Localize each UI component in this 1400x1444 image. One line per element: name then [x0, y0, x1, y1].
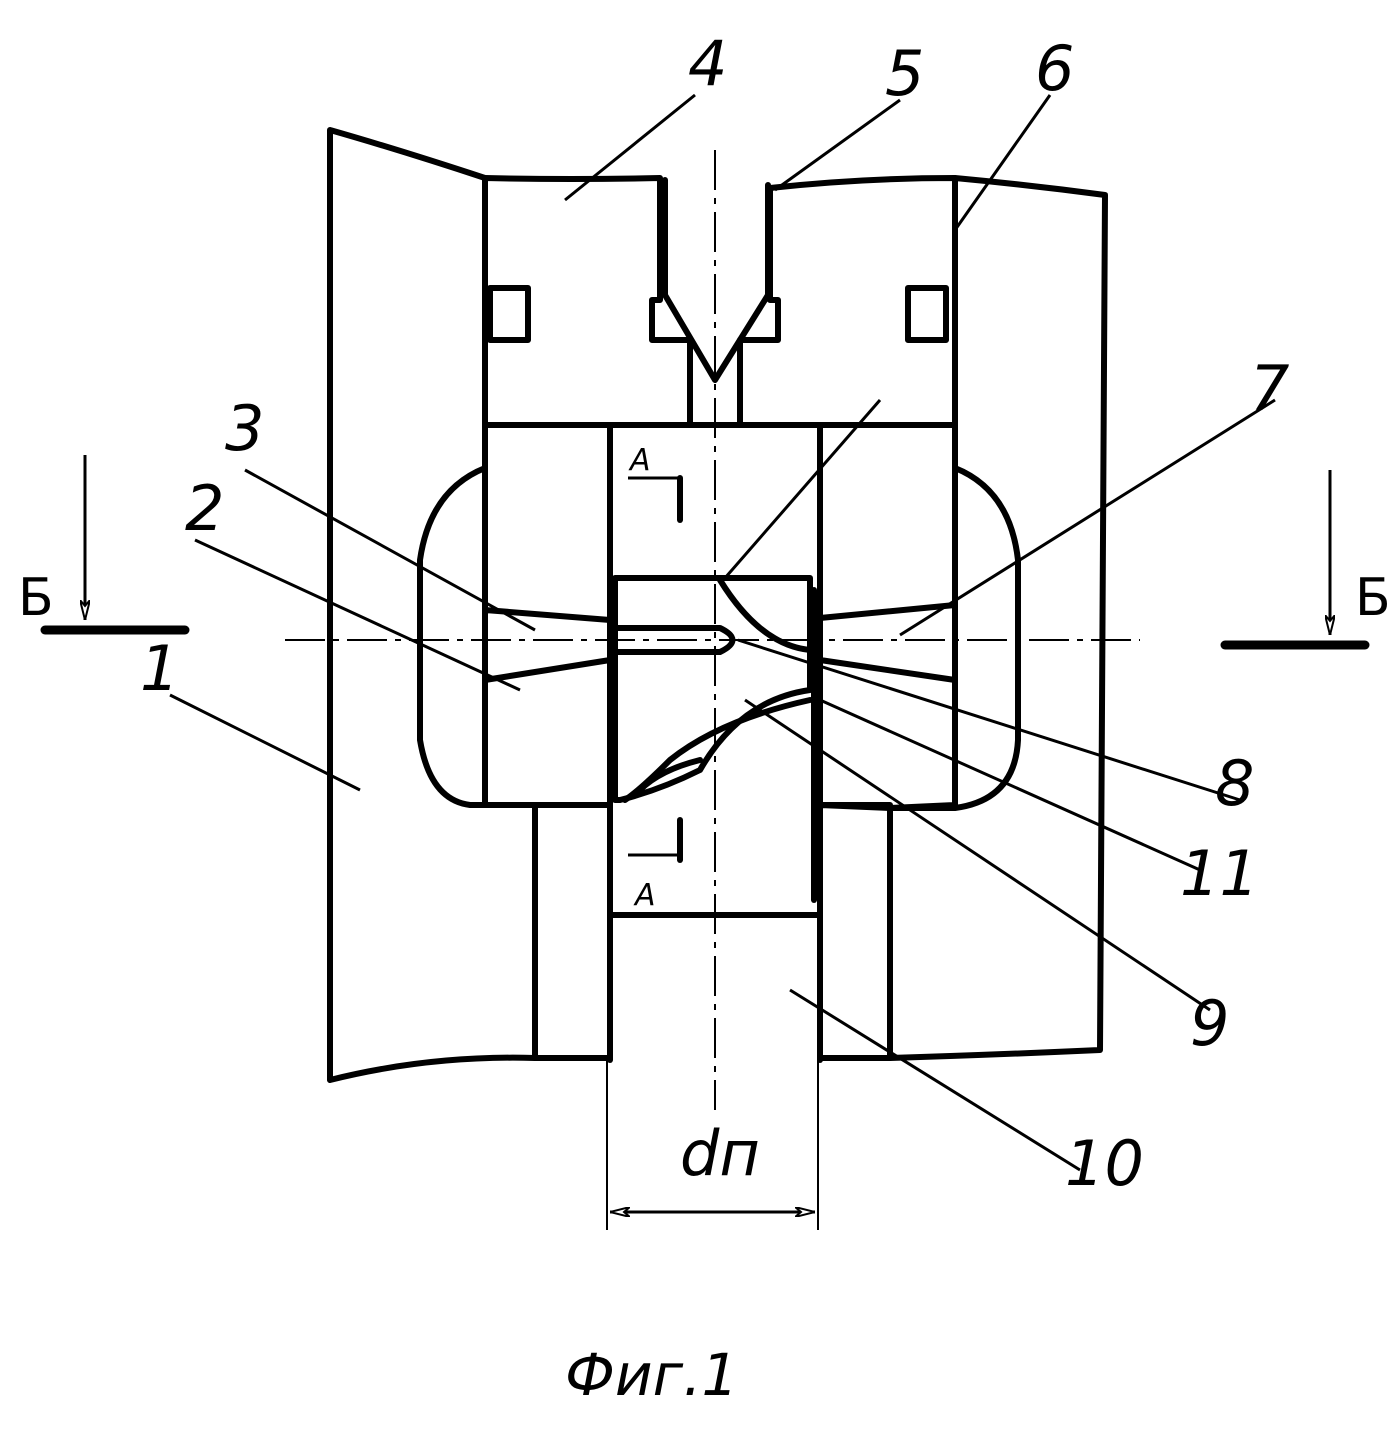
label-7: 7	[1250, 352, 1289, 425]
flow-insert	[615, 578, 810, 800]
label-5: 5	[885, 37, 924, 110]
section-a-bottom: А	[633, 878, 656, 913]
plug-right	[740, 178, 955, 425]
plug-left	[485, 178, 690, 425]
nozzle-body-lower-left	[535, 805, 610, 1058]
label-1: 1	[140, 632, 179, 705]
label-3: 3	[225, 392, 264, 465]
label-8: 8	[1215, 747, 1254, 820]
section-a-top: А	[628, 443, 651, 478]
housing-left-wall	[330, 130, 535, 1080]
housing-right-wall	[890, 178, 1105, 1058]
nozzle-slot-right	[820, 605, 955, 680]
section-b-left: Б	[18, 568, 54, 628]
channel-5	[665, 180, 768, 380]
label-9: 9	[1190, 987, 1229, 1060]
label-10: 10	[1065, 1127, 1144, 1200]
figure-caption: Фиг.1	[565, 1341, 738, 1409]
label-11: 11	[1180, 837, 1259, 910]
nozzle-body-lower-right	[820, 805, 890, 1058]
label-6: 6	[1035, 32, 1074, 105]
seal-ring-left	[490, 288, 528, 340]
dimension-label: dп	[680, 1117, 760, 1190]
label-2: 2	[185, 472, 224, 545]
nozzle-slot-left	[485, 610, 610, 680]
seal-ring-right	[908, 288, 946, 340]
label-4: 4	[688, 27, 727, 100]
section-b-right: Б	[1355, 568, 1391, 628]
